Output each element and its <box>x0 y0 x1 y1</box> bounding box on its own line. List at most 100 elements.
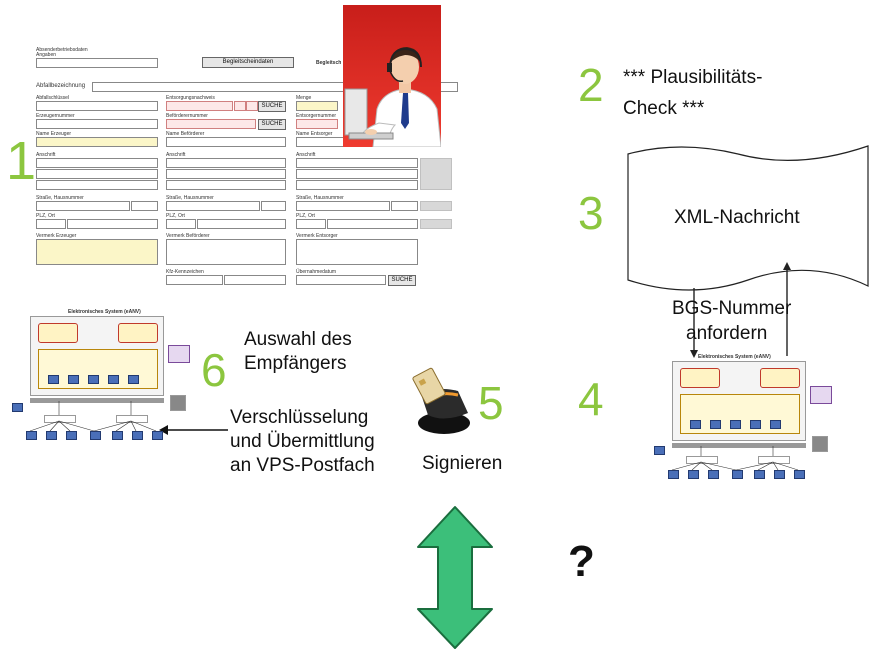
form-field[interactable] <box>166 101 233 111</box>
form-textarea[interactable] <box>296 239 418 265</box>
form-field[interactable] <box>166 169 286 179</box>
server-icon <box>812 436 828 452</box>
form-field[interactable] <box>197 219 286 229</box>
form-field[interactable] <box>166 119 256 129</box>
form-field[interactable] <box>296 201 390 211</box>
bgs-arrows <box>690 262 791 358</box>
begleitschein-button[interactable]: Begleitscheindaten <box>202 57 294 68</box>
form-field[interactable] <box>36 137 158 147</box>
field-label: Name Beförderer <box>166 131 205 137</box>
form-field[interactable] <box>391 201 418 211</box>
field-label: Anschrift <box>166 152 186 158</box>
form-field[interactable] <box>166 201 260 211</box>
field-label: Abfallschlüssel <box>36 95 70 101</box>
form-field <box>420 158 452 190</box>
form-field[interactable] <box>131 201 158 211</box>
form-field[interactable] <box>166 158 286 168</box>
form-field[interactable] <box>224 275 286 285</box>
form-field[interactable] <box>67 219 158 229</box>
form-field[interactable] <box>166 219 196 229</box>
form-field[interactable] <box>36 219 66 229</box>
form-field[interactable] <box>166 137 286 147</box>
suche-button-1[interactable]: SUCHE <box>258 101 286 112</box>
computer-icon <box>710 420 721 429</box>
form-intro-label: Absenderbetriebsdaten <box>36 47 88 53</box>
computer-icon <box>754 470 765 479</box>
form-field[interactable] <box>261 201 286 211</box>
field-label: Vermerk Entsorger <box>296 233 338 239</box>
provider-box <box>44 415 76 423</box>
form-field[interactable] <box>296 275 386 285</box>
computer-icon <box>688 470 699 479</box>
suche-button-2[interactable]: SUCHE <box>258 119 286 130</box>
network-diagram-left: Elektronisches System (eANV) <box>8 307 198 457</box>
field-label: Vermerk Erzeuger <box>36 233 77 239</box>
field-label: Name Entsorger <box>296 131 333 137</box>
form-textarea[interactable] <box>36 239 158 265</box>
computer-icon <box>48 375 59 384</box>
computer-icon <box>750 420 761 429</box>
form-header-right: Begleitsch <box>316 60 342 66</box>
form-field[interactable] <box>296 158 418 168</box>
step-number-3: 3 <box>578 187 604 239</box>
form-intro-label-2: Angaben <box>36 52 57 58</box>
field-label: Anschrift <box>296 152 316 158</box>
question-mark: ? <box>568 537 595 586</box>
field-label: PLZ, Ort <box>36 213 55 219</box>
form-field[interactable] <box>36 180 158 190</box>
form-field[interactable] <box>296 119 338 129</box>
encryption-line-1: Verschlüsselung <box>230 407 369 428</box>
form-field[interactable] <box>166 275 223 285</box>
computer-icon <box>112 431 123 440</box>
computer-icon <box>730 420 741 429</box>
field-label: PLZ, Ort <box>166 213 185 219</box>
form-field[interactable] <box>327 219 418 229</box>
computer-icon <box>108 375 119 384</box>
recipient-line-2: Empfängers <box>244 353 347 374</box>
server-icon <box>170 395 186 411</box>
computer-icon <box>690 420 701 429</box>
computer-icon <box>708 470 719 479</box>
network-bus <box>672 443 806 448</box>
xml-message-label: XML-Nachricht <box>674 207 800 228</box>
form-field[interactable] <box>36 158 158 168</box>
abfall-field[interactable] <box>92 82 458 92</box>
network-lines <box>29 401 157 432</box>
form-field[interactable] <box>296 101 338 111</box>
computer-icon <box>88 375 99 384</box>
plausibility-line-1: *** Plausibilitäts- <box>623 67 763 88</box>
computer-icon <box>654 446 665 455</box>
computer-icon <box>128 375 139 384</box>
form-field[interactable] <box>246 101 258 111</box>
network-lines <box>671 446 799 471</box>
form-field[interactable] <box>36 169 158 179</box>
transfer-arrow <box>159 425 228 435</box>
form-field[interactable] <box>36 119 158 129</box>
field-label: Menge <box>296 95 312 101</box>
form-field[interactable] <box>296 169 418 179</box>
computer-icon <box>152 431 163 440</box>
form-field[interactable] <box>36 101 158 111</box>
xml-document-shape <box>627 145 869 291</box>
step-number-4: 4 <box>578 373 604 425</box>
computer-icon <box>794 470 805 479</box>
bgs-line-2: anfordern <box>686 323 768 344</box>
suche-button-3[interactable]: SUCHE <box>388 275 416 286</box>
step-number-5: 5 <box>478 377 504 429</box>
form-textarea[interactable] <box>166 239 286 265</box>
form-field[interactable] <box>234 101 246 111</box>
form-field[interactable] <box>296 219 326 229</box>
form-field[interactable] <box>36 58 158 68</box>
computer-icon <box>132 431 143 440</box>
form-field <box>420 201 452 211</box>
computer-icon <box>732 470 743 479</box>
network-title: Elektronisches System (eANV) <box>698 354 771 360</box>
form-field <box>420 219 452 229</box>
plausibility-line-2: Check *** <box>623 98 705 119</box>
form-field[interactable] <box>36 201 130 211</box>
field-label: Straße, Hausnummer <box>296 195 344 201</box>
form-field[interactable] <box>166 180 286 190</box>
sign-label: Signieren <box>422 453 503 474</box>
form-field[interactable] <box>296 180 418 190</box>
field-label: Entsorgernummer <box>296 113 337 119</box>
